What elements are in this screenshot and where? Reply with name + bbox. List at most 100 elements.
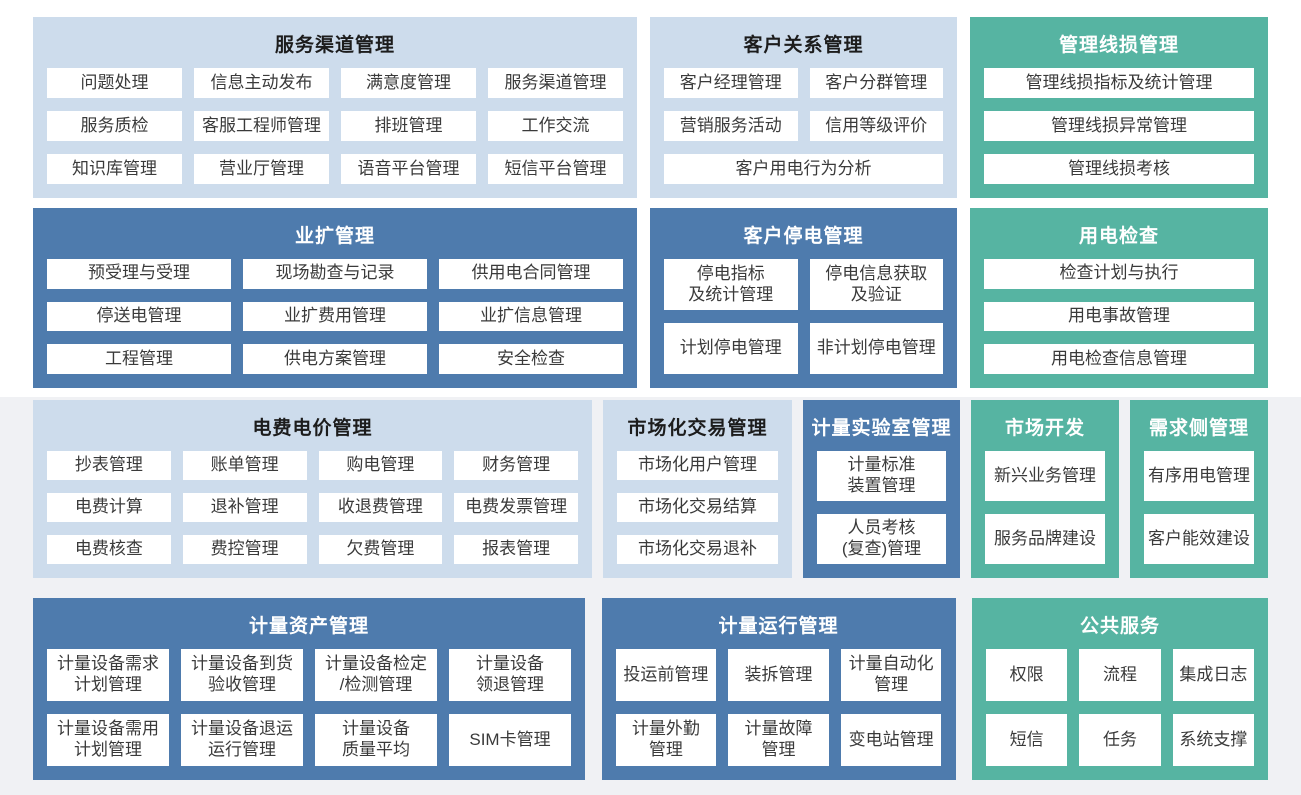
module-item[interactable]: 预受理与受理 — [47, 259, 231, 289]
section-items: 市场化用户管理市场化交易结算市场化交易退补 — [603, 449, 792, 578]
section-billing: 电费电价管理抄表管理账单管理购电管理财务管理电费计算退补管理收退费管理电费发票管… — [33, 400, 592, 578]
module-item[interactable]: 计量自动化 管理 — [840, 649, 942, 701]
module-item[interactable]: 计划停电管理 — [664, 323, 798, 374]
module-item[interactable]: 收退费管理 — [318, 493, 443, 522]
section-title: 管理线损管理 — [1058, 35, 1179, 56]
module-item[interactable]: 系统支撑 — [1172, 714, 1254, 766]
module-item[interactable]: 停电指标 及统计管理 — [664, 259, 798, 310]
module-item[interactable]: 停送电管理 — [47, 301, 231, 332]
module-item[interactable]: 问题处理 — [47, 68, 182, 98]
module-item[interactable]: 抄表管理 — [47, 451, 171, 480]
module-item[interactable]: 业扩费用管理 — [243, 301, 427, 332]
module-item[interactable]: 任务 — [1079, 714, 1161, 766]
module-item[interactable]: 客户分群管理 — [809, 68, 943, 98]
module-item[interactable]: 管理线损异常管理 — [984, 111, 1254, 141]
module-item[interactable]: 服务渠道管理 — [488, 68, 623, 98]
row-4: 计量资产管理计量设备需求 计划管理计量设备到货 验收管理计量设备检定 /检测管理… — [33, 598, 1268, 780]
module-item[interactable]: 计量设备 质量平均 — [315, 714, 437, 766]
module-item[interactable]: 排班管理 — [341, 111, 476, 141]
module-item[interactable]: 现场勘查与记录 — [243, 259, 427, 289]
module-item[interactable]: 停电信息获取 及验证 — [809, 259, 943, 310]
section-customer-outage: 客户停电管理停电指标 及统计管理停电信息获取 及验证计划停电管理非计划停电管理 — [650, 208, 957, 388]
module-item[interactable]: 工作交流 — [488, 111, 623, 141]
module-item[interactable]: 营销服务活动 — [664, 111, 798, 141]
module-item[interactable]: 知识库管理 — [47, 154, 182, 184]
section-metering-lab: 计量实验室管理计量标准 装置管理人员考核 (复查)管理 — [803, 400, 960, 578]
module-item[interactable]: 供用电合同管理 — [439, 259, 623, 289]
section-title: 计量运行管理 — [718, 616, 839, 637]
module-item[interactable]: 财务管理 — [454, 451, 578, 480]
module-item[interactable]: 电费发票管理 — [454, 493, 578, 522]
section-items: 投运前管理装拆管理计量自动化 管理计量外勤 管理计量故障 管理变电站管理 — [602, 647, 956, 780]
module-item[interactable]: 市场化用户管理 — [617, 451, 778, 480]
section-title: 计量实验室管理 — [811, 418, 952, 439]
module-item[interactable]: 客户用电行为分析 — [664, 154, 943, 184]
module-item[interactable]: 退补管理 — [182, 493, 307, 522]
module-item[interactable]: 报表管理 — [454, 535, 578, 564]
module-item[interactable]: 客服工程师管理 — [194, 111, 329, 141]
module-item[interactable]: 计量外勤 管理 — [615, 714, 717, 766]
module-item[interactable]: 购电管理 — [318, 451, 443, 480]
section-items: 计量标准 装置管理人员考核 (复查)管理 — [803, 449, 960, 578]
module-item[interactable]: 电费核查 — [47, 535, 171, 564]
module-item[interactable]: 账单管理 — [182, 451, 307, 480]
module-item[interactable]: 用电事故管理 — [984, 301, 1254, 332]
section-title: 客户停电管理 — [743, 226, 864, 247]
module-item[interactable]: 计量设备 领退管理 — [449, 649, 571, 701]
module-item[interactable]: 短信 — [986, 714, 1068, 766]
section-customer-relation: 客户关系管理客户经理管理客户分群管理营销服务活动信用等级评价客户用电行为分析 — [650, 17, 957, 198]
module-item[interactable]: 计量故障 管理 — [728, 714, 829, 766]
module-item[interactable]: 新兴业务管理 — [985, 451, 1105, 501]
module-item[interactable]: 计量设备需求 计划管理 — [47, 649, 169, 701]
section-demand-side: 需求侧管理有序用电管理客户能效建设 — [1130, 400, 1268, 578]
module-item[interactable]: 计量设备检定 /检测管理 — [315, 649, 437, 701]
module-item[interactable]: 集成日志 — [1172, 649, 1254, 701]
module-item[interactable]: 计量设备到货 验收管理 — [181, 649, 303, 701]
section-items: 权限流程集成日志短信任务系统支撑 — [972, 647, 1268, 780]
section-items: 管理线损指标及统计管理管理线损异常管理管理线损考核 — [970, 66, 1268, 198]
module-item[interactable]: 信息主动发布 — [194, 68, 329, 98]
module-item[interactable]: 计量标准 装置管理 — [817, 451, 946, 501]
module-item[interactable]: 管理线损指标及统计管理 — [984, 68, 1254, 98]
section-title: 服务渠道管理 — [274, 35, 395, 56]
module-item[interactable]: 安全检查 — [439, 344, 623, 374]
module-item[interactable]: 供电方案管理 — [243, 344, 427, 374]
module-item[interactable]: 非计划停电管理 — [809, 323, 943, 374]
section-metering-asset: 计量资产管理计量设备需求 计划管理计量设备到货 验收管理计量设备检定 /检测管理… — [33, 598, 585, 780]
module-item[interactable]: 市场化交易退补 — [617, 535, 778, 564]
module-item[interactable]: 管理线损考核 — [984, 154, 1254, 184]
module-item[interactable]: 营业厅管理 — [194, 154, 329, 184]
module-item[interactable]: 短信平台管理 — [488, 154, 623, 184]
module-item[interactable]: 计量设备需用 计划管理 — [47, 714, 169, 766]
module-item[interactable]: 客户经理管理 — [664, 68, 798, 98]
module-item[interactable]: 电费计算 — [47, 493, 171, 522]
section-title: 业扩管理 — [294, 226, 375, 247]
module-item[interactable]: 变电站管理 — [840, 714, 942, 766]
section-title: 计量资产管理 — [248, 616, 369, 637]
module-item[interactable]: 有序用电管理 — [1144, 451, 1254, 501]
module-item[interactable]: 检查计划与执行 — [984, 259, 1254, 289]
module-item[interactable]: 用电检查信息管理 — [984, 344, 1254, 374]
module-item[interactable]: 满意度管理 — [341, 68, 476, 98]
module-item[interactable]: 服务品牌建设 — [985, 514, 1105, 564]
module-item[interactable]: 信用等级评价 — [809, 111, 943, 141]
section-items: 新兴业务管理服务品牌建设 — [971, 449, 1119, 578]
module-item[interactable]: 流程 — [1079, 649, 1161, 701]
module-item[interactable]: 市场化交易结算 — [617, 493, 778, 522]
module-item[interactable]: 业扩信息管理 — [439, 301, 623, 332]
module-item[interactable]: 计量设备退运 运行管理 — [181, 714, 303, 766]
module-item[interactable]: 人员考核 (复查)管理 — [817, 514, 946, 564]
row-1: 服务渠道管理问题处理信息主动发布满意度管理服务渠道管理服务质检客服工程师管理排班… — [33, 0, 1268, 198]
module-item[interactable]: 费控管理 — [182, 535, 307, 564]
module-item[interactable]: 欠费管理 — [318, 535, 443, 564]
module-item[interactable]: 服务质检 — [47, 111, 182, 141]
module-item[interactable]: 客户能效建设 — [1144, 514, 1254, 564]
module-item[interactable]: 工程管理 — [47, 344, 231, 374]
section-line-loss: 管理线损管理管理线损指标及统计管理管理线损异常管理管理线损考核 — [970, 17, 1268, 198]
section-items: 问题处理信息主动发布满意度管理服务渠道管理服务质检客服工程师管理排班管理工作交流… — [33, 66, 637, 198]
module-item[interactable]: 投运前管理 — [615, 649, 717, 701]
module-item[interactable]: 权限 — [986, 649, 1068, 701]
module-item[interactable]: SIM卡管理 — [449, 714, 571, 766]
module-item[interactable]: 语音平台管理 — [341, 154, 476, 184]
module-item[interactable]: 装拆管理 — [728, 649, 829, 701]
